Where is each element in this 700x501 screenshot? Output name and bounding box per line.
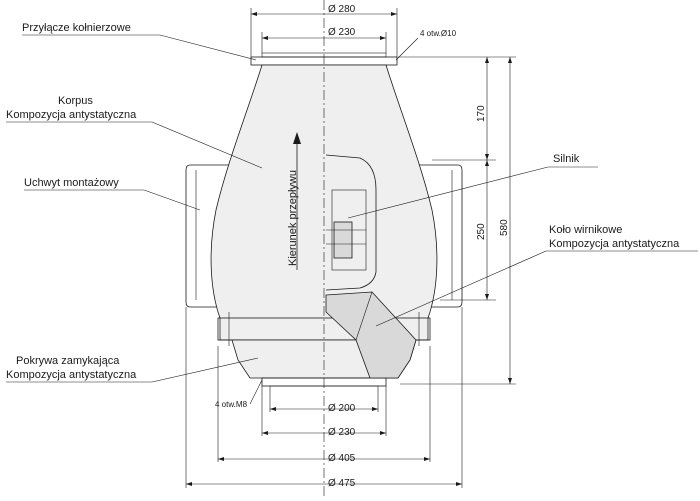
mounting-bracket-outline-right	[410, 164, 463, 308]
dim-top-280: Ø 280	[328, 4, 356, 15]
holes-top-leader	[395, 37, 419, 61]
label-body-1: Korpus	[58, 95, 93, 107]
label-flange: Przyłącze kołnierzowe	[22, 22, 131, 34]
label-cover-1: Pokrywa zamykająca	[16, 355, 120, 367]
dim250-arrow-b	[485, 294, 489, 300]
dim-top-230: Ø 230	[328, 27, 356, 38]
dim230b-arrow-r	[380, 431, 386, 435]
impeller	[325, 291, 417, 379]
dim580-arrow-b	[508, 378, 512, 384]
label-body-2: Kompozycja antystatyczna	[6, 109, 137, 121]
dim-bottom-230: Ø 230	[328, 427, 356, 438]
dim-height-580: 580	[499, 219, 510, 236]
motor-housing	[325, 154, 377, 291]
dim230-arrow-l	[262, 36, 268, 40]
dim-height-170: 170	[476, 105, 487, 122]
dim280-arrow-l	[251, 12, 257, 16]
holes-bottom-leader	[249, 379, 263, 405]
dim200-arrow-l	[270, 407, 276, 411]
dim230-arrow-r	[380, 36, 386, 40]
dim-bottom-200: Ø 200	[328, 403, 356, 414]
leader-impeller-diag	[375, 250, 547, 327]
label-motor: Silnik	[553, 153, 580, 165]
flow-arrow-head	[293, 132, 301, 144]
dim170-arrow-t	[485, 57, 489, 63]
dim-bottom-475: Ø 475	[328, 478, 356, 489]
label-impeller-1: Koło wirnikowe	[549, 224, 622, 236]
leader-flange-diag	[159, 34, 257, 61]
leader-cover-diag	[151, 357, 259, 383]
leader-body-diag	[151, 121, 263, 169]
mounting-bracket-outline	[185, 164, 240, 308]
dim170-arrow-b	[485, 154, 489, 160]
holes-top-label: 4 otw.Ø10	[420, 29, 457, 38]
dim230b-arrow-l	[262, 431, 268, 435]
label-cover-2: Kompozycja antystatyczna	[6, 369, 137, 381]
dim280-arrow-r	[391, 12, 397, 16]
dim200-arrow-r	[372, 407, 378, 411]
dim-bottom-405: Ø 405	[328, 453, 356, 464]
dim250-arrow-t	[485, 160, 489, 166]
holes-bottom-label: 4 otw.M8	[215, 400, 248, 409]
impeller-blade-line	[355, 291, 373, 341]
dim405-arrow-l	[218, 457, 224, 461]
label-impeller-2: Kompozycja antystatyczna	[549, 238, 680, 250]
dim-height-250: 250	[476, 223, 487, 240]
dim475-arrow-l	[186, 482, 192, 486]
label-bracket: Uchwyt montażowy	[24, 177, 119, 189]
dim405-arrow-r	[424, 457, 430, 461]
flow-direction-label: Kierunek przepływu	[287, 170, 299, 266]
dim580-arrow-t	[508, 57, 512, 63]
dim475-arrow-r	[456, 482, 462, 486]
motor-winding	[333, 221, 353, 259]
leader-bracket-diag	[143, 189, 201, 211]
leader-motor-diag	[347, 166, 549, 219]
